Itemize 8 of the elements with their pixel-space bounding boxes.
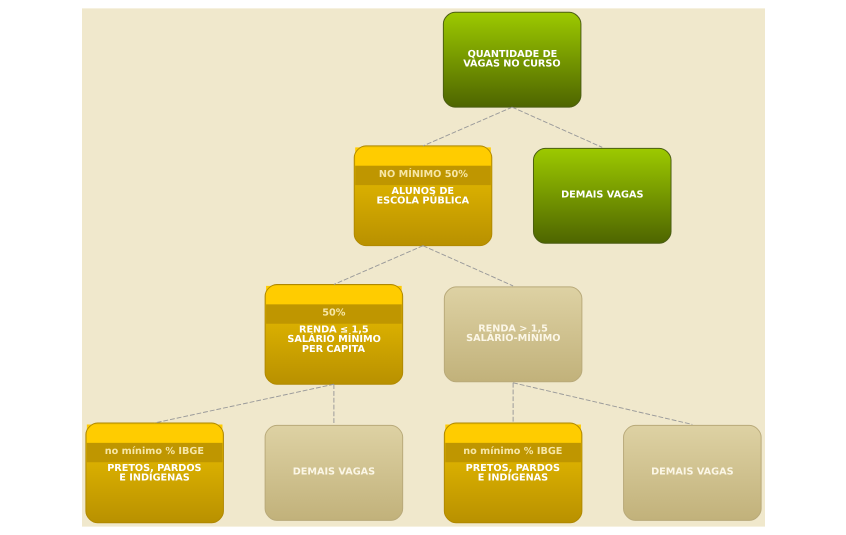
connector	[154, 384, 334, 424]
connector	[512, 382, 692, 425]
connector	[512, 382, 514, 424]
connector	[422, 245, 514, 286]
connector	[422, 106, 512, 146]
connector	[332, 245, 423, 285]
connector	[332, 384, 334, 425]
connector	[511, 106, 602, 148]
